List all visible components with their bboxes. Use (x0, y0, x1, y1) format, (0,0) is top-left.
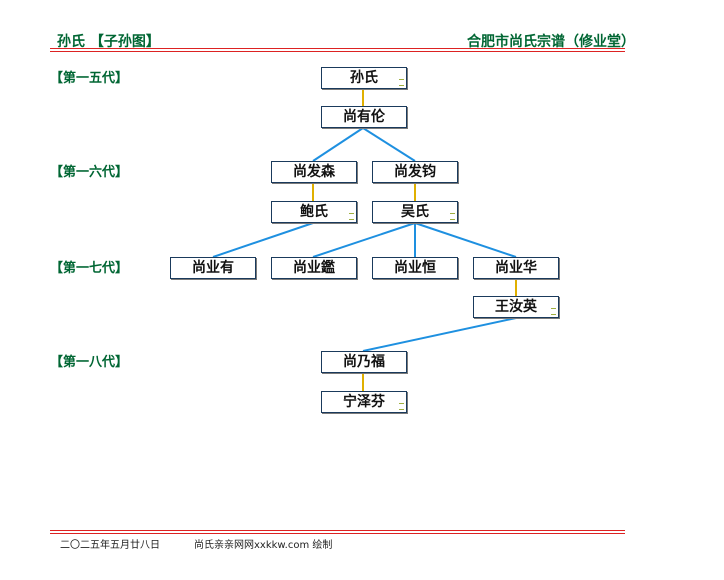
descent-line (312, 222, 416, 258)
person-node-wu-shi[interactable]: 吴氏 (372, 201, 458, 223)
person-node-shang-yehua[interactable]: 尚业华 (473, 257, 559, 279)
person-name: 尚业鑑 (293, 260, 335, 276)
person-node-shang-yeyou[interactable]: 尚业有 (170, 257, 256, 279)
person-name: 王汝英 (495, 299, 537, 315)
person-name: 尚业华 (495, 260, 537, 276)
genealogy-title: 合肥市尚氏宗谱（修业堂） (467, 34, 635, 50)
header-rule-top (50, 48, 625, 49)
person-name: 尚业恒 (394, 260, 436, 276)
descent-line (362, 127, 416, 162)
generation-label-16: 【第一六代】 (50, 165, 129, 180)
person-name: 吴氏 (401, 204, 429, 220)
person-node-shang-yeheng[interactable]: 尚业恒 (372, 257, 458, 279)
expand-marker-icon[interactable] (450, 213, 455, 220)
descent-line (312, 127, 364, 162)
page-title: 孙氏 【子孙图】 (57, 34, 160, 50)
descent-line (362, 317, 517, 352)
expand-marker-icon[interactable] (399, 79, 404, 86)
expand-marker-icon[interactable] (349, 213, 354, 220)
person-name: 尚有伦 (343, 109, 385, 125)
person-name: 尚发钧 (394, 164, 436, 180)
descent-line (414, 222, 517, 258)
footer-date: 二〇二五年五月廿八日 (60, 540, 160, 551)
footer: 二〇二五年五月廿八日 尚氏亲亲网网xxkkw.com 绘制 (60, 536, 332, 551)
person-node-sun-shi[interactable]: 孙氏 (321, 67, 407, 89)
person-name: 宁泽芬 (343, 394, 385, 410)
person-node-bao-shi[interactable]: 鲍氏 (271, 201, 357, 223)
generation-label-18: 【第一八代】 (50, 355, 129, 370)
person-node-shang-fasen[interactable]: 尚发森 (271, 161, 357, 183)
generation-label-15: 【第一五代】 (50, 71, 129, 86)
person-name: 尚乃福 (343, 354, 385, 370)
person-node-wang-ruying[interactable]: 王汝英 (473, 296, 559, 318)
expand-marker-icon[interactable] (399, 403, 404, 410)
person-node-shang-naifu[interactable]: 尚乃福 (321, 351, 407, 373)
descent-line (212, 222, 314, 258)
person-name: 孙氏 (350, 70, 378, 86)
generation-label-17: 【第一七代】 (50, 261, 129, 276)
person-name: 尚业有 (192, 260, 234, 276)
person-node-shang-youlun[interactable]: 尚有伦 (321, 106, 407, 128)
person-node-shang-fajun[interactable]: 尚发钧 (372, 161, 458, 183)
expand-marker-icon[interactable] (551, 308, 556, 315)
footer-rule-bottom (50, 533, 625, 534)
person-name: 鲍氏 (300, 204, 328, 220)
header-rule-bottom (50, 51, 625, 52)
person-node-shang-yejian[interactable]: 尚业鑑 (271, 257, 357, 279)
footer-site: 尚氏亲亲网网xxkkw.com 绘制 (194, 540, 333, 551)
person-node-ning-zefen[interactable]: 宁泽芬 (321, 391, 407, 413)
person-name: 尚发森 (293, 164, 335, 180)
footer-rule-top (50, 530, 625, 531)
